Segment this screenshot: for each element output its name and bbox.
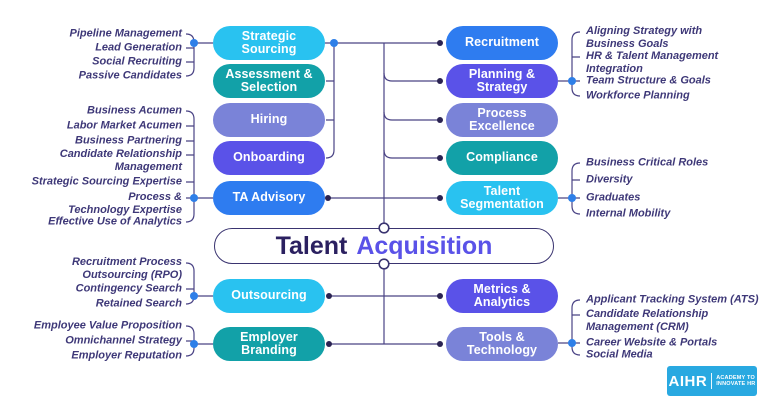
annotation-omnichannel-strategy: Omnichannel Strategy xyxy=(65,334,182,347)
left-top-bracket xyxy=(325,43,335,159)
bracket-ta-advisory xyxy=(185,110,213,223)
node-process-excellence: Process Excellence xyxy=(446,103,558,137)
annotation-graduates: Graduates xyxy=(586,191,641,204)
bracket-planning-strategy xyxy=(558,31,581,97)
node-talent-segmentation: Talent Segmentation xyxy=(446,181,558,215)
title-pill: Talent Acquisition xyxy=(214,228,554,264)
branch-planning-strategy xyxy=(383,72,440,82)
annotation-contingency-search: Contingency Search xyxy=(75,282,182,295)
node-assessment-selection: Assessment & Selection xyxy=(213,64,325,98)
node-compliance: Compliance xyxy=(446,141,558,175)
annotation-passive-candidates: Passive Candidates xyxy=(78,69,182,82)
annotation-business-acumen: Business Acumen xyxy=(87,104,182,117)
node-dot xyxy=(437,293,443,299)
node-dot xyxy=(437,40,443,46)
annotation-employer-reputation: Employer Reputation xyxy=(71,349,182,362)
node-ta-advisory: TA Advisory xyxy=(213,181,325,215)
connector-dot xyxy=(568,194,576,202)
annotation-internal-mobility: Internal Mobility xyxy=(586,207,671,220)
connector-dot xyxy=(330,39,338,47)
connector-dot xyxy=(568,339,576,347)
annotation-candidate-relationship-management: Candidate Relationship Management xyxy=(59,148,182,173)
bracket-employer-branding xyxy=(185,325,213,357)
bracket-outsourcing xyxy=(185,262,213,305)
branch-compliance xyxy=(383,149,440,159)
aihr-logo-tagline: ACADEMY TO INNOVATE HR xyxy=(716,374,756,388)
annotation-retained-search: Retained Search xyxy=(95,297,182,310)
node-dot xyxy=(437,78,443,84)
annotation-applicant-tracking-system: Applicant Tracking System (ATS) xyxy=(586,293,759,306)
node-planning-strategy: Planning & Strategy xyxy=(446,64,558,98)
annotation-strategic-sourcing-expertise: Strategic Sourcing Expertise xyxy=(31,175,182,188)
node-hiring: Hiring xyxy=(213,103,325,137)
annotation-business-critical-roles: Business Critical Roles xyxy=(586,156,709,169)
annotation-recruitment-process-outsourcing: Recruitment Process Outsourcing (RPO) xyxy=(71,256,182,281)
bracket-strategic-sourcing xyxy=(185,33,213,77)
connector-dot xyxy=(190,292,198,300)
annotation-process-technology-expertise: Process & Technology Expertise xyxy=(68,191,182,216)
node-dot xyxy=(437,155,443,161)
bracket-talent-segmentation xyxy=(558,162,581,215)
annotation-career-website-portals: Career Website & Portals xyxy=(586,336,718,349)
connector-dot xyxy=(190,39,198,47)
annotation-aligning-strategy: Aligning Strategy with Business Goals xyxy=(586,25,703,50)
aihr-logo: AIHR ACADEMY TO INNOVATE HR xyxy=(667,366,757,396)
connector-dot xyxy=(190,340,198,348)
node-metrics-analytics: Metrics & Analytics xyxy=(446,279,558,313)
annotation-diversity: Diversity xyxy=(586,173,633,186)
node-dot xyxy=(326,341,332,347)
bracket-tools-technology xyxy=(558,299,581,356)
title-word-acquisition: Acquisition xyxy=(356,231,493,260)
annotation-workforce-planning: Workforce Planning xyxy=(586,89,690,102)
annotation-pipeline-management: Pipeline Management xyxy=(69,27,182,40)
node-tools-technology: Tools & Technology xyxy=(446,327,558,361)
annotation-employee-value-proposition: Employee Value Proposition xyxy=(33,319,182,332)
node-outsourcing: Outsourcing xyxy=(213,279,325,313)
node-dot xyxy=(325,195,331,201)
node-recruitment: Recruitment xyxy=(446,26,558,60)
annotation-hr-talent-management-integration: HR & Talent Management Integration xyxy=(586,50,719,75)
node-dot xyxy=(437,117,443,123)
title-word-talent: Talent xyxy=(275,231,348,260)
branch-process-excellence xyxy=(383,111,440,121)
annotation-team-structure-goals: Team Structure & Goals xyxy=(586,74,711,87)
node-employer-branding: Employer Branding xyxy=(213,327,325,361)
node-dot xyxy=(437,195,443,201)
annotation-lead-generation: Lead Generation xyxy=(95,41,182,54)
connector-dot xyxy=(568,77,576,85)
annotation-social-recruiting: Social Recruiting xyxy=(92,55,182,68)
connector-dot xyxy=(190,194,198,202)
node-strategic-sourcing: Strategic Sourcing xyxy=(213,26,325,60)
node-onboarding: Onboarding xyxy=(213,141,325,175)
annotation-social-media: Social Media xyxy=(586,348,653,361)
annotation-business-partnering: Business Partnering xyxy=(75,134,182,147)
aihr-logo-text: AIHR xyxy=(668,372,708,390)
annotation-effective-use-of-analytics: Effective Use of Analytics xyxy=(48,215,182,228)
annotation-candidate-relationship-management-crm: Candidate Relationship Management (CRM) xyxy=(586,308,709,333)
node-dot xyxy=(326,293,332,299)
node-dot xyxy=(437,341,443,347)
annotation-labor-market-acumen: Labor Market Acumen xyxy=(66,119,182,132)
logo-divider xyxy=(711,373,713,389)
